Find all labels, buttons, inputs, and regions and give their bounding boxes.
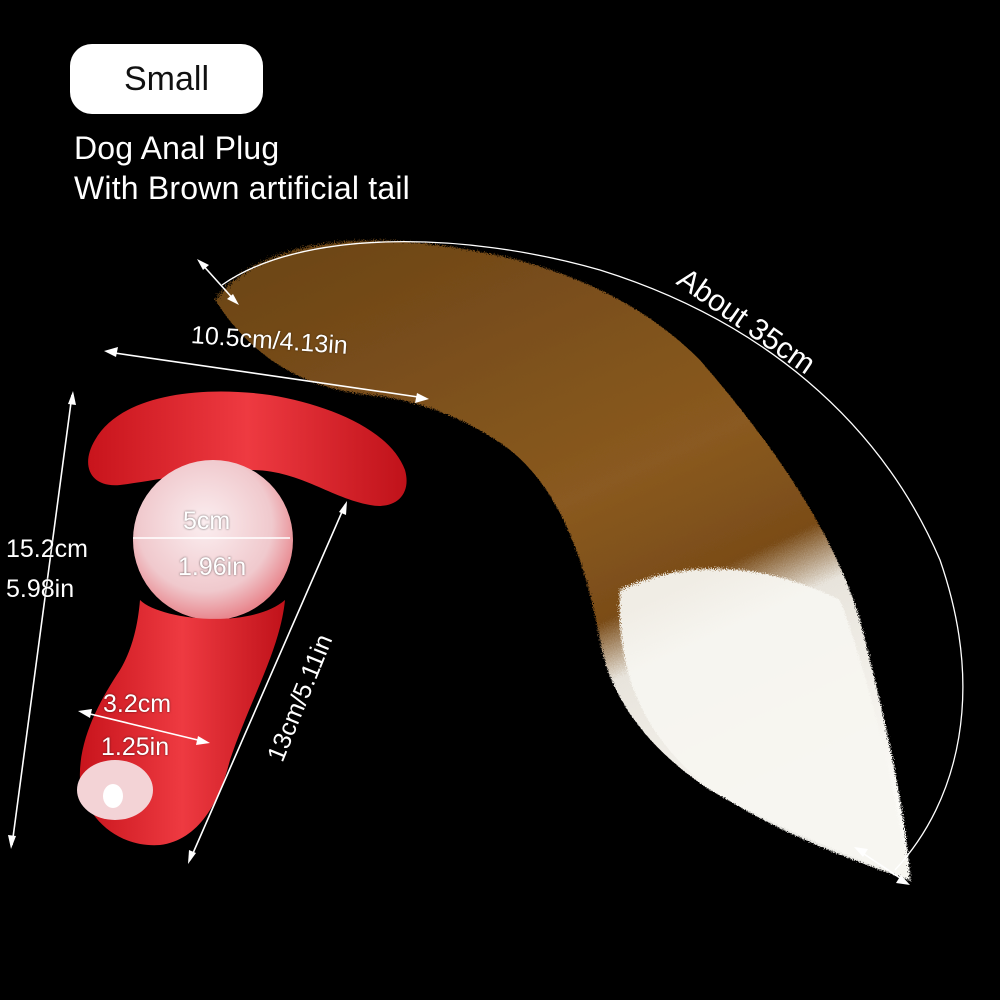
tip-in-label: 1.25in <box>101 733 170 761</box>
product-headline: Dog Anal Plug With Brown artificial tail <box>74 128 410 208</box>
size-badge-label: Small <box>123 59 210 98</box>
bulb-in-label: 1.96in <box>178 553 247 581</box>
tip-cm-label: 3.2cm <box>103 690 172 718</box>
dimension-lines <box>8 241 964 885</box>
bulb-cm-label: 5cm <box>183 507 231 535</box>
plug-illustration <box>77 391 407 846</box>
tail-illustration <box>215 240 910 880</box>
headline-line-1: Dog Anal Plug <box>74 130 280 166</box>
total-height-in-label: 5.98in <box>6 575 75 603</box>
total-height-cm-label: 15.2cm <box>6 535 88 563</box>
headline-line-2: With Brown artificial tail <box>74 170 410 206</box>
size-badge: Small <box>70 44 263 114</box>
